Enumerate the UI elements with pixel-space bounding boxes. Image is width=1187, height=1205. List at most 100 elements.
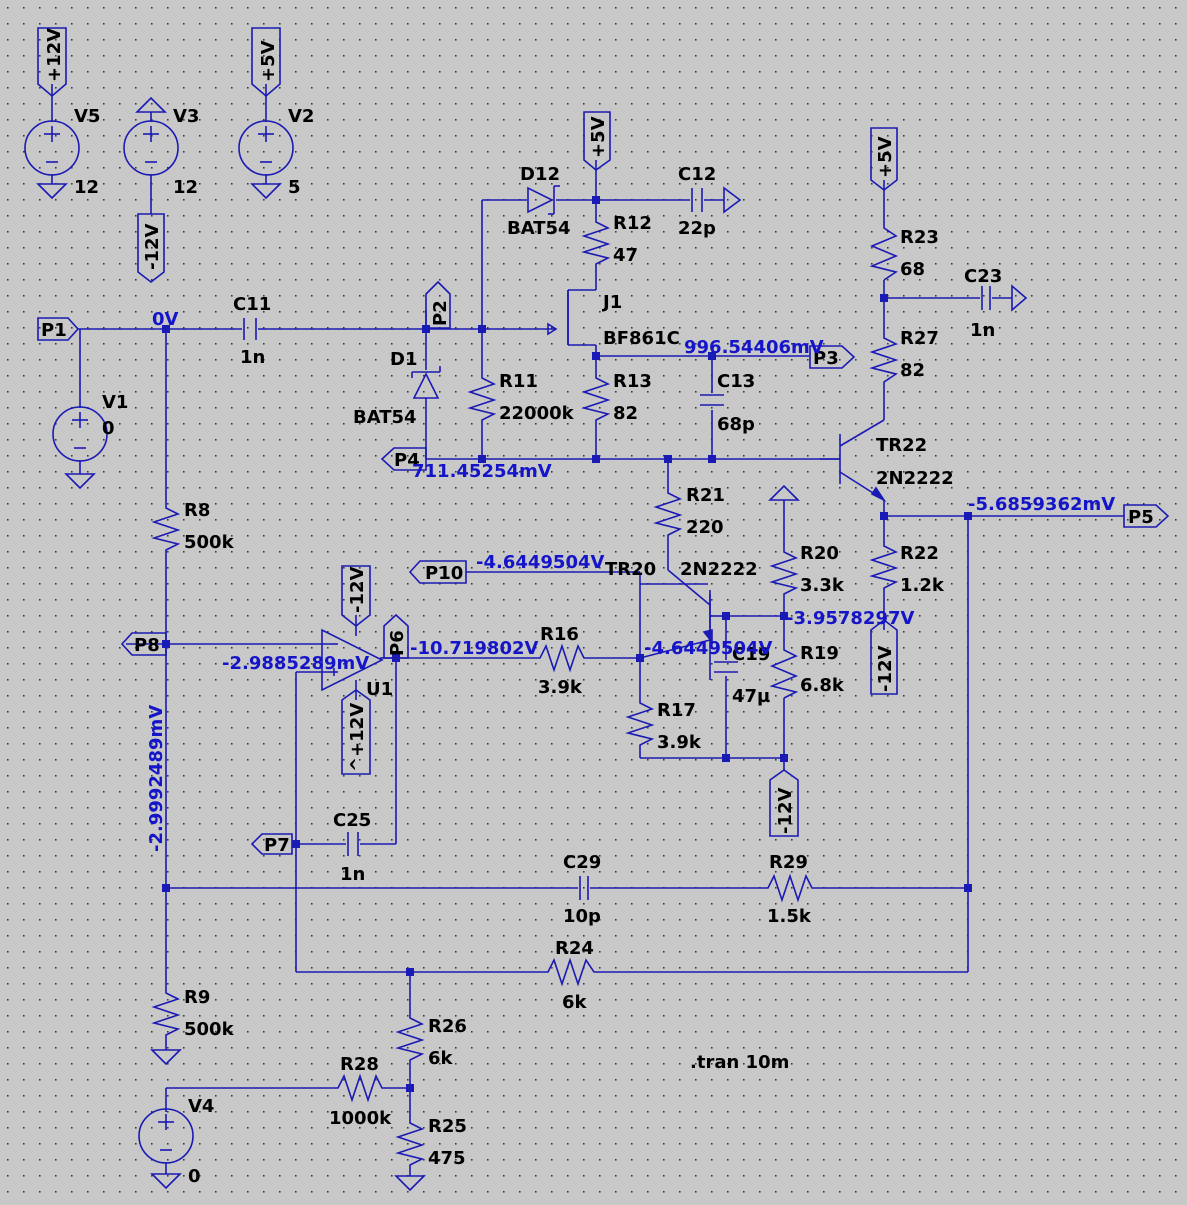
r11-value: 22000k [499,403,575,424]
d1-value: BAT54 [353,407,417,428]
d1-label: D1 [390,349,417,370]
r16-value: 3.9k [538,677,583,698]
r26-symbol [395,1010,425,1064]
p3-text: P3 [813,348,839,369]
r12-label: R12 [613,213,652,234]
r29-symbol [760,873,818,903]
r16-label: R16 [540,624,579,645]
p2-text: P2 [430,300,451,326]
v1-value: 0 [102,418,115,439]
p5-flag [1123,504,1170,528]
c13-label: C13 [717,371,755,392]
r9-label: R9 [184,987,210,1008]
r20-symbol [769,544,799,598]
r11-label: R11 [499,371,538,392]
r25-value: 475 [428,1148,466,1169]
tr20-value: 2N2222 [680,559,758,580]
r19-label: R19 [800,643,839,664]
r23-symbol [869,218,899,281]
r21-value: 220 [686,517,724,538]
u1-label: U1 [366,679,393,700]
c13-value: 68p [717,414,755,435]
diode-symbols [411,185,560,399]
r17-label: R17 [657,700,696,721]
rail-u1-top-flag [341,565,371,628]
tr22-value: 2N2222 [876,468,954,489]
r25-label: R25 [428,1116,467,1137]
r17-symbol [625,695,655,750]
r16-symbol [532,643,588,673]
rail-u1-bot-flag [341,689,371,775]
v2-value: 5 [288,177,301,198]
r23-label: R23 [900,227,939,248]
ground-icon [1011,284,1028,312]
voltage-tr20-emitter: -4.6449504V [644,638,773,659]
r27-label: R27 [900,328,939,349]
c11-symbol [243,318,257,340]
component-labels: V5 12 V3 12 V2 5 V1 0 V4 0 C11 1n C12 22… [74,106,1002,1187]
rail-r19-flag [769,769,799,837]
v1-label: V1 [102,392,128,413]
p7-flag [250,833,293,855]
v5-label: V5 [74,106,100,127]
r13-value: 82 [613,403,638,424]
ground-icon [150,1049,182,1066]
r20-value: 3.3k [800,575,845,596]
v5-symbol [24,120,80,176]
active-device-symbols [321,290,887,692]
r27-symbol [869,330,899,390]
c19-label: C19 [732,644,770,665]
rail-r23-flag [870,127,898,192]
v3-value: 12 [173,177,198,198]
rail-v5-text: +12V [44,28,65,82]
rail-r22-flag [870,618,898,695]
p4-flag [380,447,427,471]
v4-label: V4 [188,1096,214,1117]
c11-value: 1n [240,347,265,368]
r21-symbol [653,485,683,538]
v1-symbol [52,406,108,462]
r28-value: 1000k [329,1108,392,1129]
rail-flags [37,27,898,837]
c19-value: 47µ [732,686,770,707]
voltage-p3: 996.54406mV [684,337,824,358]
c23-symbol [981,286,991,310]
r9-value: 500k [184,1019,235,1040]
r22-label: R22 [900,543,939,564]
port-labels: P1 P2 P3 P4 P5 P6 P7 P8 P10 [41,300,1154,856]
ground-icon [768,484,800,501]
r28-label: R28 [340,1054,379,1075]
r8-label: R8 [184,500,210,521]
d12-value: BAT54 [507,218,571,239]
r11-symbol [467,370,497,425]
c12-symbol [691,188,703,212]
ground-icon [394,1175,426,1192]
c23-value: 1n [970,320,995,341]
r13-symbol [581,370,611,425]
tr20-symbol [702,594,713,645]
p10-text: P10 [425,563,463,584]
v3-label: V3 [173,106,199,127]
p10-flag [408,560,467,584]
voltage-source-symbols [24,120,294,1164]
capacitor-symbols [243,188,991,900]
r29-value: 1.5k [767,906,812,927]
v2-label: V2 [288,106,314,127]
d12-label: D12 [520,164,560,185]
rail-u1-bot-text: ^+12V [347,703,368,772]
r24-label: R24 [555,938,594,959]
rail-r22-text: -12V [875,645,896,692]
c11-label: C11 [233,294,271,315]
p1-flag [37,317,80,341]
voltage-p10: -4.6449504V [476,552,605,573]
voltage-0v: 0V [152,309,179,330]
voltage-p6: -10.719802V [410,638,539,659]
j1-value: BF861C [603,328,680,349]
r24-value: 6k [562,992,588,1013]
r12-symbol [581,212,611,265]
voltage-divider-mid: -2.9992489mV [146,705,167,852]
r26-label: R26 [428,1016,467,1037]
c29-label: C29 [563,852,601,873]
